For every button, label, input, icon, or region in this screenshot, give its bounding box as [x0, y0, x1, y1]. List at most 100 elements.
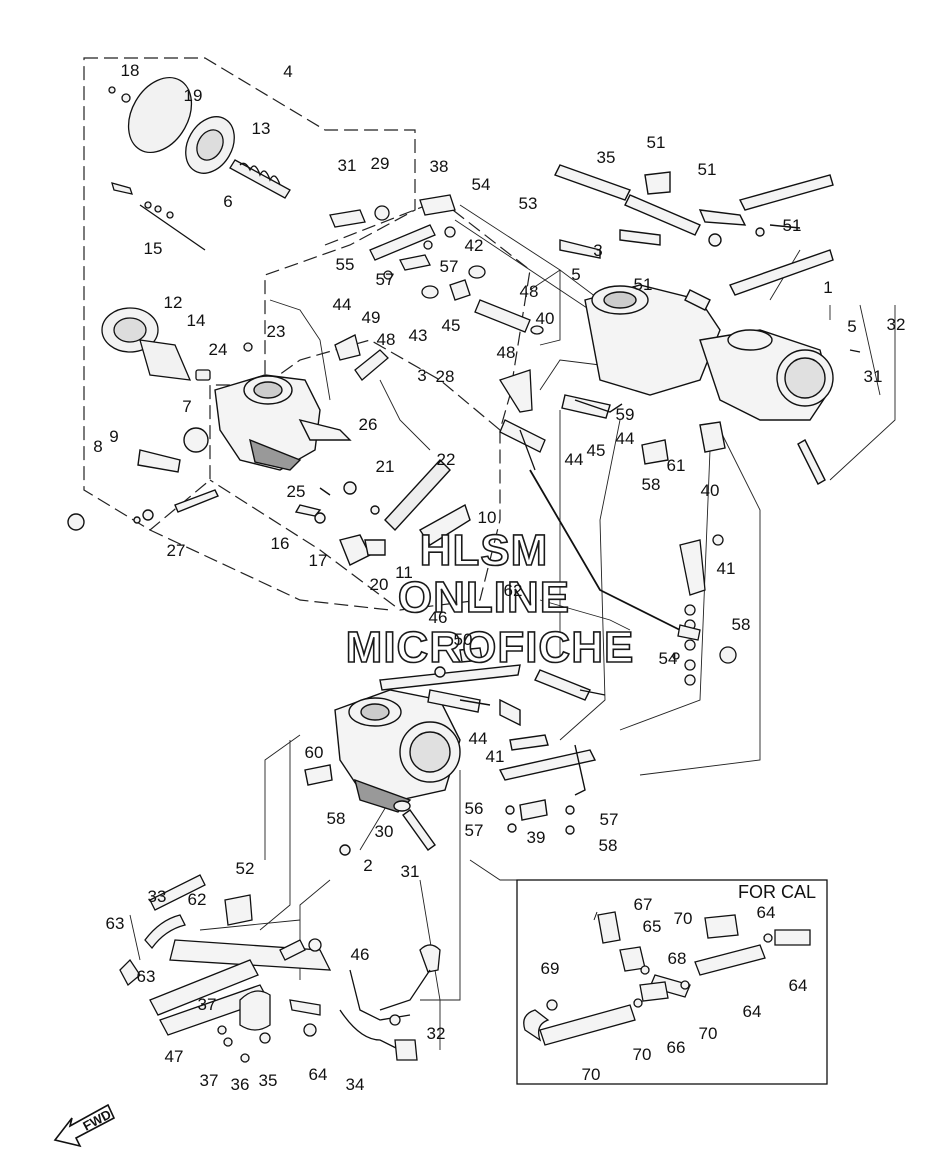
callout-62: 62	[188, 890, 207, 909]
callout-37: 37	[198, 995, 217, 1014]
callout-3: 3	[417, 366, 426, 385]
carburetor-left-upper	[67, 374, 471, 566]
callout-38: 38	[430, 157, 449, 176]
callout-68: 68	[668, 949, 687, 968]
callout-58: 58	[642, 475, 661, 494]
callout-40: 40	[536, 309, 555, 328]
callout-47: 47	[165, 1047, 184, 1066]
callout-28: 28	[436, 367, 455, 386]
callout-6: 6	[223, 192, 232, 211]
callout-26: 26	[359, 415, 378, 434]
callout-31: 31	[401, 862, 420, 881]
callout-21: 21	[376, 457, 395, 476]
for-cal-label: FOR CAL	[738, 882, 816, 902]
callout-8: 8	[93, 437, 102, 456]
callout-58: 58	[327, 809, 346, 828]
callout-49: 49	[362, 308, 381, 327]
callout-51: 51	[647, 133, 666, 152]
callout-45: 45	[442, 316, 461, 335]
callout-58: 58	[599, 836, 618, 855]
callout-40: 40	[701, 481, 720, 500]
callout-43: 43	[409, 326, 428, 345]
callout-57: 57	[440, 257, 459, 276]
callout-5: 5	[571, 265, 580, 284]
callout-16: 16	[271, 534, 290, 553]
callout-69: 69	[541, 959, 560, 978]
callout-44: 44	[333, 295, 352, 314]
callout-1: 1	[823, 278, 832, 297]
callout-9: 9	[109, 427, 118, 446]
callout-30: 30	[375, 822, 394, 841]
callout-56: 56	[465, 799, 484, 818]
watermark-line-2: ONLINE	[398, 573, 570, 622]
callout-41: 41	[717, 559, 736, 578]
callout-51: 51	[634, 275, 653, 294]
callout-58: 58	[732, 615, 751, 634]
callout-10: 10	[478, 508, 497, 527]
top-left-parts	[101, 76, 291, 381]
callout-18: 18	[121, 61, 140, 80]
callout-48: 48	[377, 330, 396, 349]
callout-32: 32	[887, 315, 906, 334]
callout-5: 5	[847, 317, 856, 336]
callout-34: 34	[346, 1075, 365, 1094]
dashed-outlines	[83, 57, 531, 611]
callout-24: 24	[209, 340, 228, 359]
callout-13: 13	[252, 119, 271, 138]
callout-65: 65	[643, 917, 662, 936]
callout-64: 64	[789, 976, 808, 995]
callout-60: 60	[305, 743, 324, 762]
callout-2: 2	[363, 856, 372, 875]
callout-57: 57	[376, 270, 395, 289]
callout-35: 35	[597, 148, 616, 167]
callout-45: 45	[587, 441, 606, 460]
callout-42: 42	[465, 236, 484, 255]
callout-61: 61	[667, 456, 686, 475]
callout-32: 32	[427, 1024, 446, 1043]
callout-37: 37	[200, 1071, 219, 1090]
callout-35: 35	[259, 1071, 278, 1090]
callout-29: 29	[371, 154, 390, 173]
watermark: HLSM ONLINE MICROFICHE	[345, 525, 634, 673]
callout-25: 25	[287, 482, 306, 501]
callout-22: 22	[437, 450, 456, 469]
callout-70: 70	[699, 1024, 718, 1043]
callout-44: 44	[565, 450, 584, 469]
carburetor-right-assembly	[554, 164, 861, 485]
callout-11: 11	[395, 563, 413, 582]
callout-33: 33	[148, 887, 167, 906]
callout-64: 64	[757, 903, 776, 922]
callout-51: 51	[783, 216, 802, 235]
callout-31: 31	[864, 367, 883, 386]
callout-50: 50	[454, 630, 473, 649]
callout-41: 41	[486, 747, 505, 766]
callout-7: 7	[182, 397, 191, 416]
callout-57: 57	[465, 821, 484, 840]
callout-62: 62	[504, 581, 523, 600]
carburetor-lower-assembly	[304, 647, 606, 856]
fwd-arrow-icon	[53, 1103, 116, 1148]
callout-59: 59	[616, 405, 635, 424]
harness-assembly	[119, 874, 441, 1063]
callout-48: 48	[497, 343, 516, 362]
callout-63: 63	[137, 967, 156, 986]
callout-19: 19	[184, 86, 203, 105]
callout-44: 44	[469, 729, 488, 748]
callout-64: 64	[309, 1065, 328, 1084]
callout-46: 46	[351, 945, 370, 964]
callout-14: 14	[187, 311, 206, 330]
callout-17: 17	[309, 551, 328, 570]
for-cal-section: FOR CAL	[516, 879, 828, 1085]
callout-20: 20	[370, 575, 389, 594]
callout-51: 51	[698, 160, 717, 179]
watermark-line-1: HLSM	[420, 526, 549, 575]
upper-middle-parts	[329, 194, 544, 413]
callout-15: 15	[144, 239, 163, 258]
callout-4: 4	[283, 62, 292, 81]
callout-70: 70	[674, 909, 693, 928]
callout-66: 66	[667, 1038, 686, 1057]
callout-46: 46	[429, 608, 448, 627]
callout-27: 27	[167, 541, 186, 560]
